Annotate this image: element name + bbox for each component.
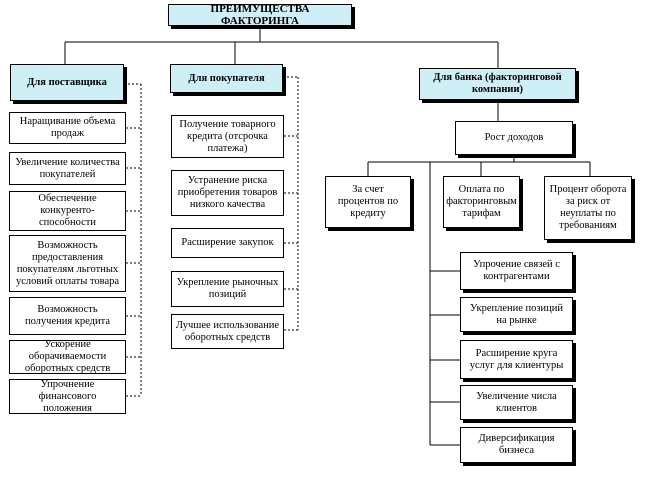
supplier-item: Обеспечение конкуренто-способности [9, 191, 126, 231]
buyer-item: Устранение риска приобретения товаров ни… [171, 170, 284, 216]
income-source: Процент оборота за риск от неуплаты по т… [544, 176, 632, 240]
income-source: Оплата по факторинговым тарифам [443, 176, 520, 228]
bank-item: Увеличение числа клиентов [460, 385, 573, 420]
bank-item: Расширение круга услуг для клиентуры [460, 340, 573, 379]
buyer-item: Расширение закупок [171, 228, 284, 258]
supplier-item: Увеличение количества покупателей [9, 152, 126, 185]
buyer-item: Получение товарного кредита (отсрочка пл… [171, 115, 284, 158]
bank-item: Упрочение связей с контрагентами [460, 252, 573, 290]
income-source: За счет процентов по кредиту [325, 176, 411, 228]
diagram-title: ПРЕИМУЩЕСТВА ФАКТОРИНГА [168, 4, 352, 26]
bank-item: Укрепление позиций на рынке [460, 297, 573, 332]
buyer-item: Укрепление рыночных позиций [171, 271, 284, 307]
supplier-item: Наращивание объема продаж [9, 112, 126, 144]
supplier-item: Ускорение оборачиваемости оборотных сред… [9, 340, 126, 374]
supplier-item: Возможность получения кредита [9, 297, 126, 335]
supplier-item: Возможность предоставления покупателям л… [9, 235, 126, 292]
buyer-heading: Для покупателя [170, 64, 283, 93]
supplier-item: Упрочнение финансового положения [9, 379, 126, 414]
supplier-heading: Для поставщика [10, 64, 124, 101]
bank-heading: Для банка (факторинговой компании) [419, 68, 576, 100]
buyer-item: Лучшее использование оборотных средств [171, 314, 284, 349]
bank-item: Диверсификация бизнеса [460, 427, 573, 463]
income-growth: Рост доходов [455, 121, 573, 155]
